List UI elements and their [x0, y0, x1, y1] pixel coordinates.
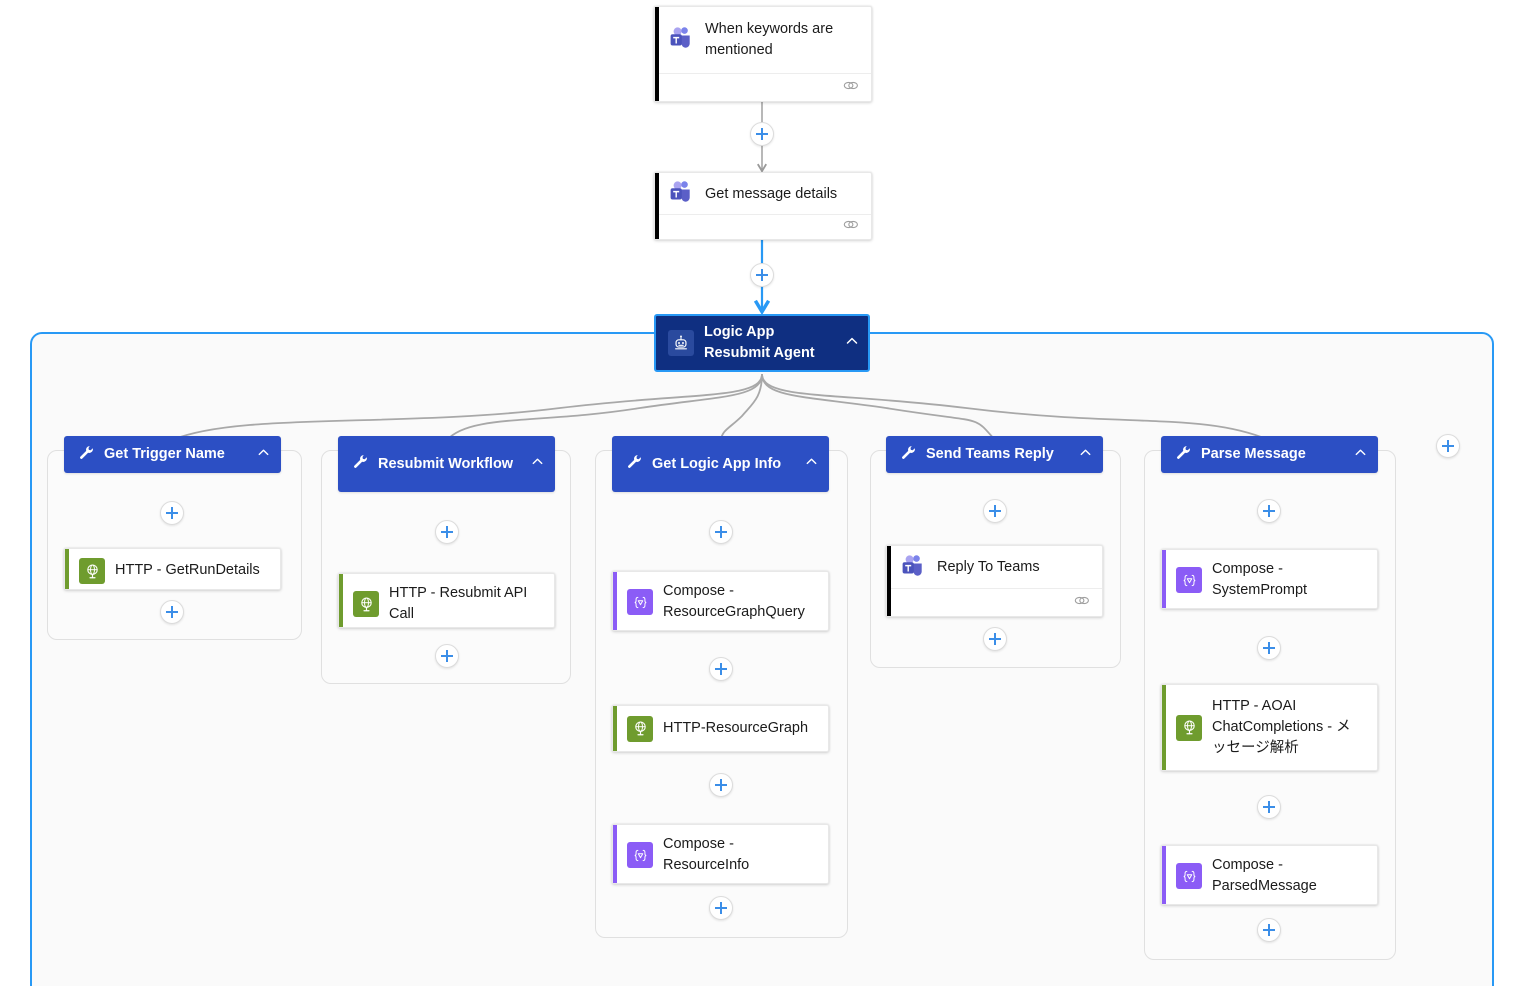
- node-accent-strip: [613, 706, 617, 751]
- tool-header-label: Resubmit Workflow: [378, 455, 514, 472]
- insert-step-button-parse-message-3[interactable]: [1257, 795, 1281, 819]
- node-compose-resourceinfo[interactable]: Compose - ResourceInfo: [612, 824, 829, 884]
- tool-header-label: Get Trigger Name: [104, 446, 225, 463]
- wrench-icon: [352, 453, 369, 475]
- node-label: When keywords are mentioned: [705, 20, 834, 58]
- insert-step-button-get-trigger-name-bottom[interactable]: [160, 600, 184, 624]
- node-footer: [655, 214, 871, 239]
- wrench-icon: [78, 444, 95, 466]
- chevron-up-icon[interactable]: [844, 333, 860, 354]
- insert-step-button-get-logic-app-info-2[interactable]: [709, 657, 733, 681]
- wrench-icon: [900, 444, 917, 466]
- compose-icon: [627, 842, 653, 869]
- insert-step-button-parse-message-1[interactable]: [1257, 499, 1281, 523]
- node-accent-strip: [613, 825, 617, 883]
- connection-link-icon[interactable]: [1074, 594, 1090, 612]
- tool-header-resubmit-workflow[interactable]: Resubmit Workflow: [338, 436, 555, 492]
- teams-icon: [669, 25, 695, 56]
- insert-step-button-get-trigger-name-top[interactable]: [160, 501, 184, 525]
- node-http-resourcegraph[interactable]: HTTP-ResourceGraph: [612, 705, 829, 752]
- node-label: HTTP-ResourceGraph: [663, 719, 809, 736]
- wrench-icon: [626, 453, 643, 475]
- insert-step-button-get-logic-app-info-4[interactable]: [709, 896, 733, 920]
- node-accent-strip: [613, 572, 617, 630]
- node-get-message-details[interactable]: Get message details: [654, 172, 872, 240]
- http-globe-icon: [353, 591, 379, 618]
- connection-link-icon[interactable]: [843, 218, 859, 236]
- node-footer: [887, 588, 1102, 616]
- node-accent-strip: [655, 173, 659, 239]
- compose-icon: [1176, 863, 1202, 890]
- tool-header-parse-message[interactable]: Parse Message: [1161, 436, 1378, 473]
- http-globe-icon: [1176, 714, 1202, 741]
- node-accent-strip: [1162, 846, 1166, 904]
- insert-step-button-parse-message-2[interactable]: [1257, 636, 1281, 660]
- compose-icon: [627, 589, 653, 616]
- node-accent-strip: [65, 549, 69, 589]
- insert-step-button-resubmit-workflow-top[interactable]: [435, 520, 459, 544]
- teams-icon: [901, 553, 927, 584]
- node-accent-strip: [1162, 550, 1166, 608]
- agent-robot-icon: [668, 330, 694, 356]
- insert-step-button-send-teams-reply-top[interactable]: [983, 499, 1007, 523]
- teams-icon: [669, 179, 695, 210]
- node-reply-to-teams[interactable]: Reply To Teams: [886, 545, 1103, 617]
- add-tool-button[interactable]: [1436, 434, 1460, 458]
- chevron-up-icon[interactable]: [1078, 445, 1093, 465]
- chevron-up-icon[interactable]: [1353, 445, 1368, 465]
- insert-step-button-get-logic-app-info-3[interactable]: [709, 773, 733, 797]
- node-compose-systemprompt[interactable]: Compose - SystemPrompt: [1161, 549, 1378, 609]
- node-footer: [655, 73, 871, 101]
- insert-step-button-parse-message-4[interactable]: [1257, 918, 1281, 942]
- node-label: HTTP - AOAI ChatCompletions - メッセージ解析: [1212, 697, 1351, 756]
- connection-link-icon[interactable]: [843, 79, 859, 97]
- node-label: Compose - SystemPrompt: [1212, 561, 1308, 599]
- chevron-up-icon[interactable]: [530, 454, 545, 474]
- insert-step-button-after-get-message[interactable]: [750, 263, 774, 287]
- node-http-getrundetails[interactable]: HTTP - GetRunDetails: [64, 548, 281, 590]
- node-accent-strip: [339, 574, 343, 627]
- insert-step-button-resubmit-workflow-bottom[interactable]: [435, 644, 459, 668]
- node-label: Reply To Teams: [937, 559, 1040, 576]
- tool-header-get-logic-app-info[interactable]: Get Logic App Info: [612, 436, 829, 492]
- node-accent-strip: [887, 546, 891, 616]
- http-globe-icon: [627, 715, 653, 742]
- node-label: HTTP - GetRunDetails: [115, 562, 260, 579]
- chevron-up-icon[interactable]: [804, 454, 819, 474]
- tool-header-send-teams-reply[interactable]: Send Teams Reply: [886, 436, 1103, 473]
- agent-label: Logic App Resubmit Agent: [704, 324, 815, 361]
- insert-step-button-after-trigger[interactable]: [750, 122, 774, 146]
- node-label: HTTP - Resubmit API Call: [389, 585, 528, 623]
- chevron-up-icon[interactable]: [256, 445, 271, 465]
- node-label: Get message details: [705, 185, 838, 202]
- tool-header-label: Get Logic App Info: [652, 455, 782, 472]
- node-logic-app-resubmit-agent[interactable]: Logic App Resubmit Agent: [654, 314, 870, 372]
- node-label: Compose - ParsedMessage: [1212, 857, 1317, 895]
- wrench-icon: [1175, 444, 1192, 466]
- node-accent-strip: [1162, 685, 1166, 770]
- tool-header-label: Send Teams Reply: [926, 446, 1054, 463]
- node-when-keywords-are-mentioned[interactable]: When keywords are mentioned: [654, 6, 872, 102]
- node-label: Compose - ResourceInfo: [663, 836, 750, 874]
- tool-header-get-trigger-name[interactable]: Get Trigger Name: [64, 436, 281, 473]
- node-compose-parsedmessage[interactable]: Compose - ParsedMessage: [1161, 845, 1378, 905]
- node-http-resubmit-api-call[interactable]: HTTP - Resubmit API Call: [338, 573, 555, 628]
- node-http-aoai-chatcompletions[interactable]: HTTP - AOAI ChatCompletions - メッセージ解析: [1161, 684, 1378, 771]
- insert-step-button-send-teams-reply-bottom[interactable]: [983, 627, 1007, 651]
- node-label: Compose - ResourceGraphQuery: [663, 583, 805, 621]
- insert-step-button-get-logic-app-info-1[interactable]: [709, 520, 733, 544]
- tool-header-label: Parse Message: [1201, 446, 1306, 463]
- node-compose-resourcegraphquery[interactable]: Compose - ResourceGraphQuery: [612, 571, 829, 631]
- node-accent-strip: [655, 7, 659, 101]
- http-globe-icon: [79, 558, 105, 584]
- compose-icon: [1176, 567, 1202, 594]
